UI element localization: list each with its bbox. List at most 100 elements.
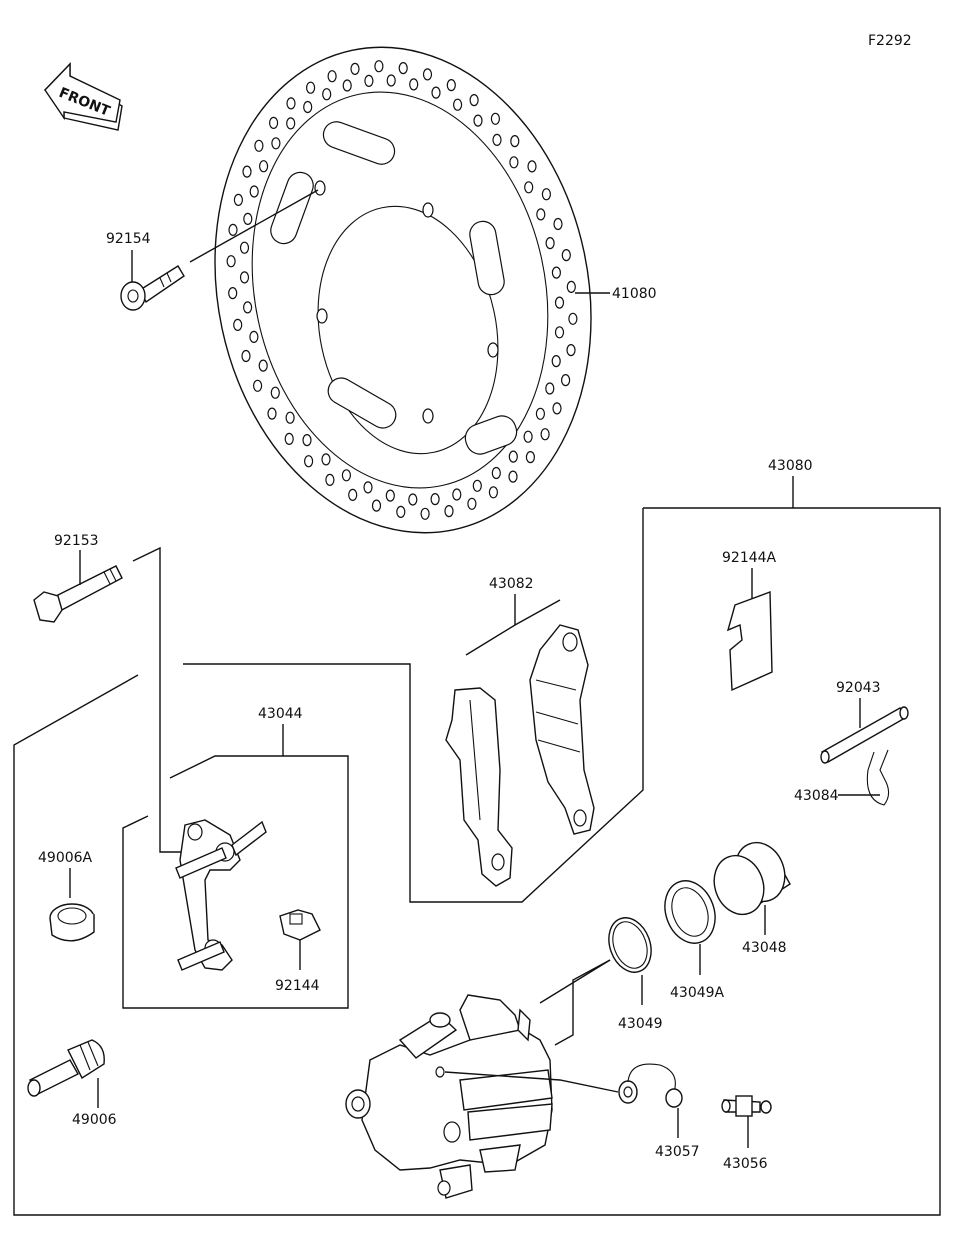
- part-label-cap-a: 49006A: [38, 850, 93, 866]
- drill-hole: [453, 98, 463, 111]
- drill-hole: [386, 74, 396, 87]
- drill-hole: [228, 287, 238, 300]
- drill-hole: [467, 497, 477, 510]
- caliper-bracket: [175, 819, 267, 971]
- drill-hole: [523, 430, 533, 443]
- pin-clip: [866, 749, 890, 806]
- drill-hole: [524, 181, 534, 194]
- drill-hole: [561, 249, 571, 262]
- disc-drill-holes: [226, 60, 578, 520]
- drill-hole: [341, 469, 351, 482]
- drill-hole: [469, 93, 479, 107]
- drill-hole: [306, 81, 316, 94]
- drill-hole: [446, 78, 456, 92]
- caliper-body: [345, 994, 553, 1199]
- piston-seal: [608, 917, 652, 973]
- drill-hole: [243, 301, 253, 314]
- drill-hole: [363, 481, 373, 494]
- drill-hole: [525, 451, 536, 464]
- drill-hole: [254, 139, 264, 152]
- drill-hole: [568, 312, 578, 325]
- drill-hole: [267, 407, 277, 420]
- drill-hole: [535, 407, 546, 420]
- drill-hole: [488, 486, 498, 499]
- part-label-pad-spring: 92144A: [722, 550, 777, 566]
- drill-hole: [303, 100, 313, 114]
- drill-hole: [536, 208, 546, 221]
- drill-hole: [259, 160, 269, 173]
- slide-pin: [27, 1039, 105, 1097]
- drill-hole: [551, 266, 562, 279]
- drill-hole: [321, 453, 331, 466]
- part-label-bleed-cap: 43057: [655, 1144, 700, 1160]
- drill-hole: [322, 88, 332, 101]
- drill-hole: [508, 450, 518, 463]
- drill-hole: [409, 78, 419, 91]
- drill-hole: [554, 326, 565, 339]
- drill-hole: [233, 318, 243, 331]
- drill-hole: [508, 470, 518, 483]
- drill-hole: [560, 374, 571, 387]
- drill-hole: [284, 432, 294, 445]
- drill-hole: [396, 505, 406, 518]
- drill-hole: [241, 349, 251, 363]
- drill-hole: [444, 505, 454, 518]
- piston: [713, 841, 791, 916]
- drill-hole: [258, 359, 268, 372]
- drill-hole: [492, 133, 502, 146]
- drill-hole: [545, 382, 555, 395]
- part-label-caliper-bolt: 92153: [54, 533, 99, 549]
- part-label-caliper-assy: 43080: [768, 458, 813, 474]
- drill-hole: [348, 488, 358, 501]
- part-label-piston: 43048: [742, 940, 787, 956]
- pad-spring: [726, 591, 773, 692]
- drill-hole: [233, 193, 243, 206]
- drill-hole: [327, 70, 337, 83]
- part-label-disc: 41080: [612, 286, 657, 302]
- part-label-pin-clip: 43084: [794, 788, 839, 804]
- dust-seal: [664, 880, 716, 944]
- drill-hole: [302, 434, 312, 447]
- drill-hole: [371, 499, 382, 512]
- drill-hole: [490, 112, 500, 125]
- drill-hole: [286, 117, 296, 130]
- drill-hole: [553, 217, 563, 231]
- brake-disc: [214, 46, 592, 534]
- drill-hole: [510, 135, 520, 148]
- bracket-spring: [279, 909, 321, 941]
- drill-hole: [249, 185, 259, 198]
- drill-hole: [286, 97, 296, 110]
- drill-hole: [452, 488, 462, 501]
- part-label-disc-bolt: 92154: [106, 231, 151, 247]
- drill-hole: [566, 344, 576, 357]
- drill-hole: [285, 411, 295, 424]
- drill-hole: [472, 479, 482, 492]
- part-label-bracket-spring: 92144: [275, 978, 320, 994]
- disc-bolt: [120, 265, 185, 311]
- drill-hole: [398, 61, 408, 75]
- drill-hole: [304, 455, 314, 468]
- bleed-valve: [721, 1095, 772, 1117]
- drill-hole: [554, 296, 565, 309]
- drill-hole: [430, 493, 440, 506]
- drill-hole: [253, 379, 263, 392]
- part-label-bleed-valve: 43056: [723, 1156, 768, 1172]
- drill-hole: [228, 223, 238, 236]
- drill-hole: [473, 114, 483, 127]
- pad-pin: [820, 706, 909, 764]
- part-label-slide-pin: 49006: [72, 1112, 117, 1128]
- part-label-bracket: 43044: [258, 706, 303, 722]
- drill-hole: [270, 386, 280, 399]
- drill-hole: [350, 62, 360, 76]
- drill-hole: [239, 271, 250, 284]
- drill-hole: [249, 330, 259, 343]
- drill-hole: [551, 355, 561, 368]
- part-label-pad-set: 43082: [489, 576, 534, 592]
- drill-hole: [422, 68, 433, 81]
- drill-hole: [325, 473, 335, 486]
- drill-hole: [509, 156, 519, 169]
- drill-hole: [431, 86, 441, 99]
- front-arrow-icon: FRONT: [44, 62, 123, 131]
- brake-pad-outer: [445, 687, 513, 887]
